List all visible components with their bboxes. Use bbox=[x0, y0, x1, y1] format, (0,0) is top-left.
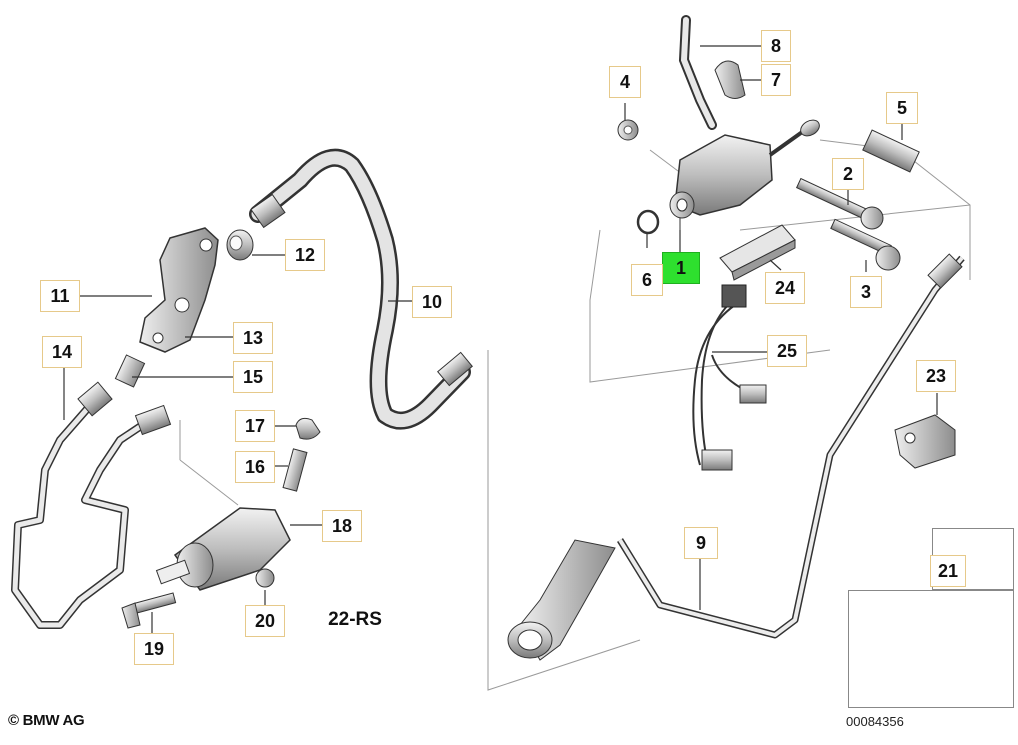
callout-17[interactable]: 17 bbox=[235, 410, 275, 442]
callout-9[interactable]: 9 bbox=[684, 527, 718, 559]
callout-14[interactable]: 14 bbox=[42, 336, 82, 368]
slave-cylinder-part-18[interactable] bbox=[155, 420, 291, 591]
callout-6[interactable]: 6 bbox=[631, 264, 663, 296]
callout-13[interactable]: 13 bbox=[233, 322, 273, 354]
callout-8[interactable]: 8 bbox=[761, 30, 791, 62]
pipe-part-14[interactable] bbox=[11, 381, 172, 629]
clip-part-7[interactable] bbox=[714, 60, 746, 99]
callout-4[interactable]: 4 bbox=[609, 66, 641, 98]
callout-24[interactable]: 24 bbox=[765, 272, 805, 304]
wiring-harness-part-25[interactable] bbox=[692, 284, 767, 471]
callout-2[interactable]: 2 bbox=[832, 158, 864, 190]
callout-23[interactable]: 23 bbox=[916, 360, 956, 392]
bolt-part-3[interactable] bbox=[830, 218, 901, 271]
callout-3[interactable]: 3 bbox=[850, 276, 882, 308]
bolt-part-2[interactable] bbox=[795, 177, 884, 230]
master-cylinder-part-1[interactable] bbox=[669, 134, 773, 250]
pipe-part-9[interactable] bbox=[507, 253, 965, 661]
callout-16[interactable]: 16 bbox=[235, 451, 275, 483]
callout-7[interactable]: 7 bbox=[761, 64, 791, 96]
clip-part-23[interactable] bbox=[894, 414, 956, 469]
callout-15[interactable]: 15 bbox=[233, 361, 273, 393]
bolt-part-19[interactable] bbox=[121, 592, 177, 629]
diagram-number: 00084356 bbox=[846, 714, 904, 729]
nut-part-4[interactable] bbox=[617, 119, 639, 141]
hose-part-8[interactable] bbox=[678, 15, 717, 130]
vehicle-locator-box bbox=[848, 590, 1014, 708]
grommet-part-12[interactable] bbox=[226, 229, 254, 261]
hose-part-10[interactable] bbox=[249, 148, 473, 430]
callout-10[interactable]: 10 bbox=[412, 286, 452, 318]
callout-1-selected[interactable]: 1 bbox=[662, 252, 700, 284]
nut-part-20[interactable] bbox=[255, 568, 275, 588]
seal-ring-part-6[interactable] bbox=[636, 209, 660, 235]
callout-25[interactable]: 25 bbox=[767, 335, 807, 367]
callout-19[interactable]: 19 bbox=[134, 633, 174, 665]
bleed-screw-part-16[interactable] bbox=[282, 448, 308, 492]
callout-20[interactable]: 20 bbox=[245, 605, 285, 637]
bracket-part-11[interactable] bbox=[139, 227, 219, 353]
copyright-text: © BMW AG bbox=[8, 712, 85, 729]
cap-part-17[interactable] bbox=[295, 417, 321, 440]
construction-lines bbox=[487, 139, 971, 691]
callout-18[interactable]: 18 bbox=[322, 510, 362, 542]
callout-22-rs[interactable]: 22-RS bbox=[314, 604, 396, 636]
callout-21[interactable]: 21 bbox=[930, 555, 966, 587]
callout-12[interactable]: 12 bbox=[285, 239, 325, 271]
callout-5[interactable]: 5 bbox=[886, 92, 918, 124]
sleeve-part-5[interactable] bbox=[862, 129, 920, 173]
leader-lines bbox=[63, 45, 938, 633]
callout-11[interactable]: 11 bbox=[40, 280, 80, 312]
switch-part-24[interactable] bbox=[719, 224, 796, 281]
fitting-part-15[interactable] bbox=[114, 354, 146, 388]
push-rod[interactable] bbox=[768, 117, 822, 157]
